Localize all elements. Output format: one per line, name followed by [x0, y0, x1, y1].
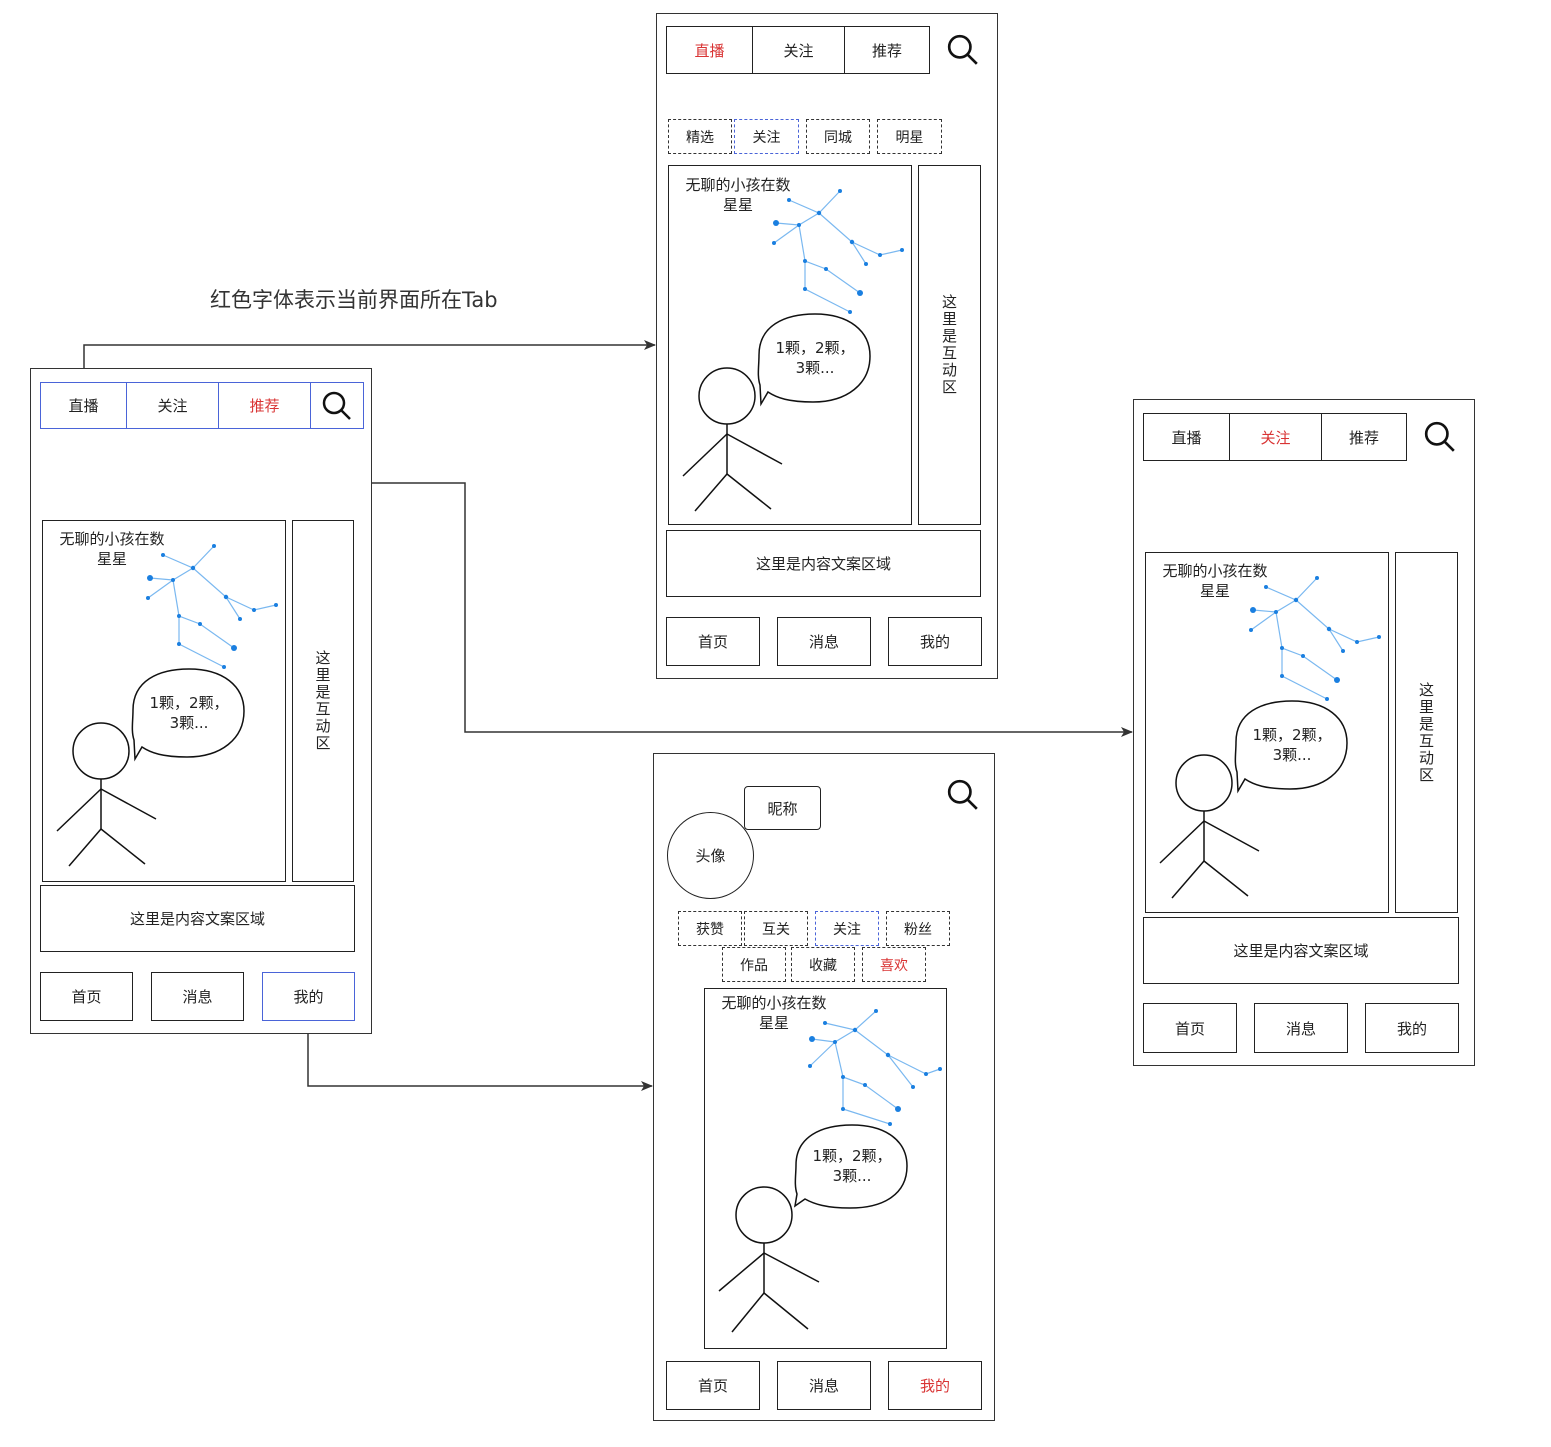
avatar[interactable]: 头像	[667, 812, 754, 899]
stick-figure-icon	[1159, 700, 1348, 899]
tab-works[interactable]: 作品	[722, 947, 786, 982]
content-area: 这里是内容文案区域	[40, 885, 355, 952]
caption-line1: 无聊的小孩在数	[59, 530, 165, 548]
bubble-line1: 1颗，2颗，	[1252, 726, 1332, 744]
stat-mutual[interactable]: 互关	[744, 911, 808, 946]
search-button[interactable]	[946, 33, 982, 69]
subtab-follow[interactable]: 关注	[734, 119, 799, 154]
content-area: 这里是内容文案区域	[1143, 917, 1459, 984]
subtab-featured[interactable]: 精选	[668, 119, 732, 154]
bubble-line1: 1颗，2颗，	[775, 339, 855, 357]
video-area[interactable]: 无聊的小孩在数 星星 1颗，2颗， 3颗...	[1145, 552, 1389, 913]
constellation-icon	[772, 189, 904, 314]
nav-messages[interactable]: 消息	[777, 1361, 871, 1410]
tab-recommend[interactable]: 推荐	[844, 26, 930, 74]
video-area[interactable]: 无聊的小孩在数 星星 1颗，2颗， 3颗...	[42, 520, 286, 882]
arrow-mine	[307, 1020, 653, 1091]
nav-home[interactable]: 首页	[1143, 1003, 1237, 1053]
bubble-line2: 3颗...	[169, 714, 209, 732]
stat-following[interactable]: 关注	[815, 911, 879, 946]
caption-line2: 星星	[758, 1014, 789, 1032]
stat-likes[interactable]: 获赞	[678, 911, 742, 946]
search-button[interactable]	[310, 382, 364, 429]
caption-line1: 无聊的小孩在数	[685, 176, 791, 194]
nav-messages[interactable]: 消息	[151, 972, 244, 1021]
constellation-icon	[1249, 576, 1381, 701]
search-icon	[947, 779, 978, 810]
caption-line2: 星星	[1199, 582, 1230, 600]
caption-line1: 无聊的小孩在数	[1162, 562, 1268, 580]
nav-home[interactable]: 首页	[666, 617, 760, 666]
nav-messages[interactable]: 消息	[1254, 1003, 1348, 1053]
tab-favorites[interactable]: 收藏	[791, 947, 855, 982]
nav-mine[interactable]: 我的	[1365, 1003, 1459, 1053]
stat-fans[interactable]: 粉丝	[886, 911, 950, 946]
caption-line2: 星星	[96, 550, 127, 568]
caption-line1: 无聊的小孩在数	[721, 994, 827, 1012]
video-area[interactable]: 无聊的小孩在数 星星 1颗，2颗， 3颗...	[668, 165, 912, 525]
search-button[interactable]	[946, 778, 982, 814]
stick-figure-icon	[56, 668, 245, 867]
caption-line2: 星星	[722, 196, 753, 214]
tab-follow[interactable]: 关注	[1229, 413, 1322, 461]
tab-live[interactable]: 直播	[666, 26, 753, 74]
annotation-text: 红色字体表示当前界面所在Tab	[210, 288, 498, 312]
tab-follow[interactable]: 关注	[752, 26, 845, 74]
search-icon	[322, 391, 351, 420]
nav-mine[interactable]: 我的	[888, 617, 982, 666]
tab-recommend[interactable]: 推荐	[218, 382, 311, 429]
constellation-icon	[808, 1009, 942, 1126]
tab-live[interactable]: 直播	[40, 382, 127, 429]
interaction-area[interactable]: 这里是互动区	[292, 520, 354, 882]
stick-figure-icon	[718, 1124, 908, 1333]
subtab-nearby[interactable]: 同城	[806, 119, 870, 154]
video-area[interactable]: 无聊的小孩在数 星星 1颗，2颗， 3颗...	[704, 988, 947, 1349]
interaction-area[interactable]: 这里是互动区	[918, 165, 981, 525]
bubble-line2: 3颗...	[1272, 746, 1312, 764]
nav-mine[interactable]: 我的	[888, 1361, 982, 1410]
tab-likes[interactable]: 喜欢	[862, 947, 926, 982]
search-icon	[947, 34, 978, 65]
content-area: 这里是内容文案区域	[666, 530, 981, 597]
nav-home[interactable]: 首页	[40, 972, 133, 1021]
search-icon	[1424, 421, 1455, 452]
bubble-line2: 3颗...	[795, 359, 835, 377]
nav-messages[interactable]: 消息	[777, 617, 871, 666]
bubble-line2: 3颗...	[832, 1167, 872, 1185]
tab-follow[interactable]: 关注	[126, 382, 219, 429]
nav-home[interactable]: 首页	[666, 1361, 760, 1410]
tab-recommend[interactable]: 推荐	[1321, 413, 1407, 461]
interaction-area[interactable]: 这里是互动区	[1395, 552, 1458, 913]
nickname: 昵称	[744, 786, 821, 830]
subtab-stars[interactable]: 明星	[877, 119, 942, 154]
stick-figure-icon	[682, 313, 871, 512]
constellation-icon	[146, 544, 278, 669]
bubble-line1: 1颗，2颗，	[149, 694, 229, 712]
tab-live[interactable]: 直播	[1143, 413, 1230, 461]
nav-mine[interactable]: 我的	[262, 972, 355, 1021]
search-button[interactable]	[1423, 420, 1459, 456]
bubble-line1: 1颗，2颗，	[812, 1147, 892, 1165]
